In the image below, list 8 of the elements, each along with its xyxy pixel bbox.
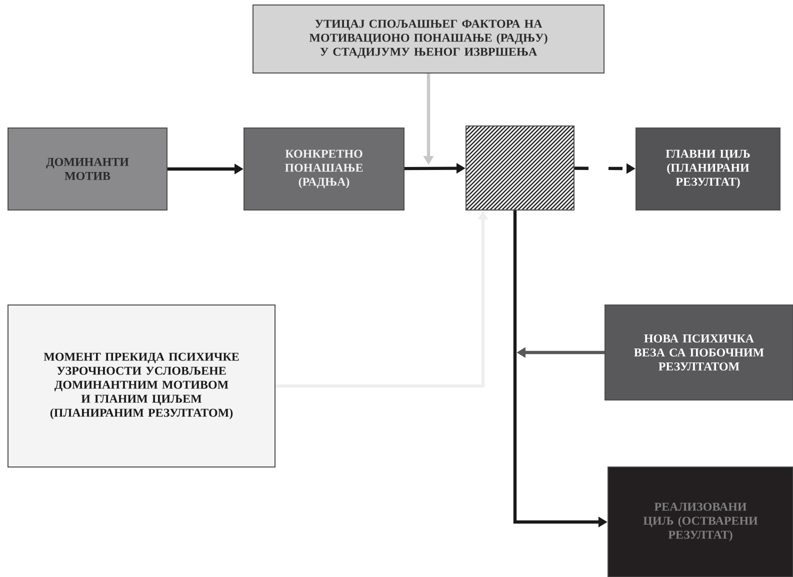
hatched-box — [466, 126, 574, 210]
process-box: НОВА ПСИХИЧКА ВЕЗА СА ПОБОЧНИМ РЕЗУЛТАТОМ — [604, 304, 793, 400]
process-box: РЕАЛИЗОВАНИ ЦИЉ (ОСТВАРЕНИ РЕЗУЛТАТ) — [608, 466, 793, 577]
process-box: МОМЕНТ ПРЕКИДА ПСИХИЧКЕ УЗРОЧНОСТИ УСЛОВЉЕНЕ ДОМИНАНТНИМ МОТИВОМ И ГЛАНИМ ЦИЉЕМ (ПЛАНИРАНИМ РЕЗУЛТАТОМ) — [8, 304, 276, 468]
process-box: КОНКРЕТНО ПОНАШАЊЕ (РАДЊА) — [244, 127, 404, 210]
process-box: УТИЦАЈ СПОЉАШЊЕГ ФАКТОРА НА МОТИВАЦИОНО ПОНАШАЊЕ (РАДЊУ) У СТАДИЈУМУ ЊЕНОГ ИЗВРШЕЊА — [252, 4, 604, 74]
process-box: ГЛАВНИ ЦИЉ (ПЛАНИРАНИ РЕЗУЛТАТ) — [636, 127, 780, 210]
process-box: ДОМИНАНТИ МОТИВ — [8, 127, 168, 210]
